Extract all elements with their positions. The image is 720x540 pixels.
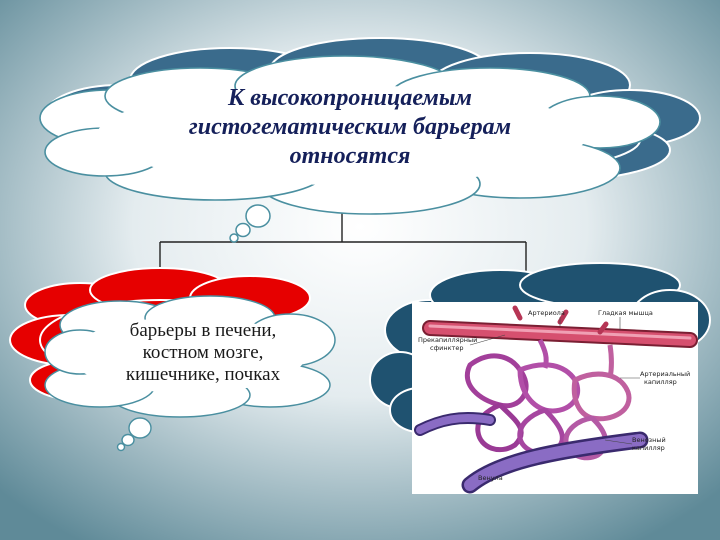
label-venous-cap-2: капилляр: [632, 444, 665, 452]
label-smooth-muscle: Гладкая мышца: [598, 309, 653, 317]
label-venule: Венула: [478, 474, 503, 482]
label-arteriole: Артериола: [528, 309, 565, 317]
label-arterial-cap-2: капилляр: [644, 378, 677, 386]
label-venous-cap-1: Венозный: [632, 436, 666, 444]
label-precapillary-2: сфинктер: [430, 344, 463, 352]
label-arterial-cap-1: Артериальный: [640, 370, 690, 378]
label-precapillary-1: Прекапиллярный: [418, 336, 477, 344]
